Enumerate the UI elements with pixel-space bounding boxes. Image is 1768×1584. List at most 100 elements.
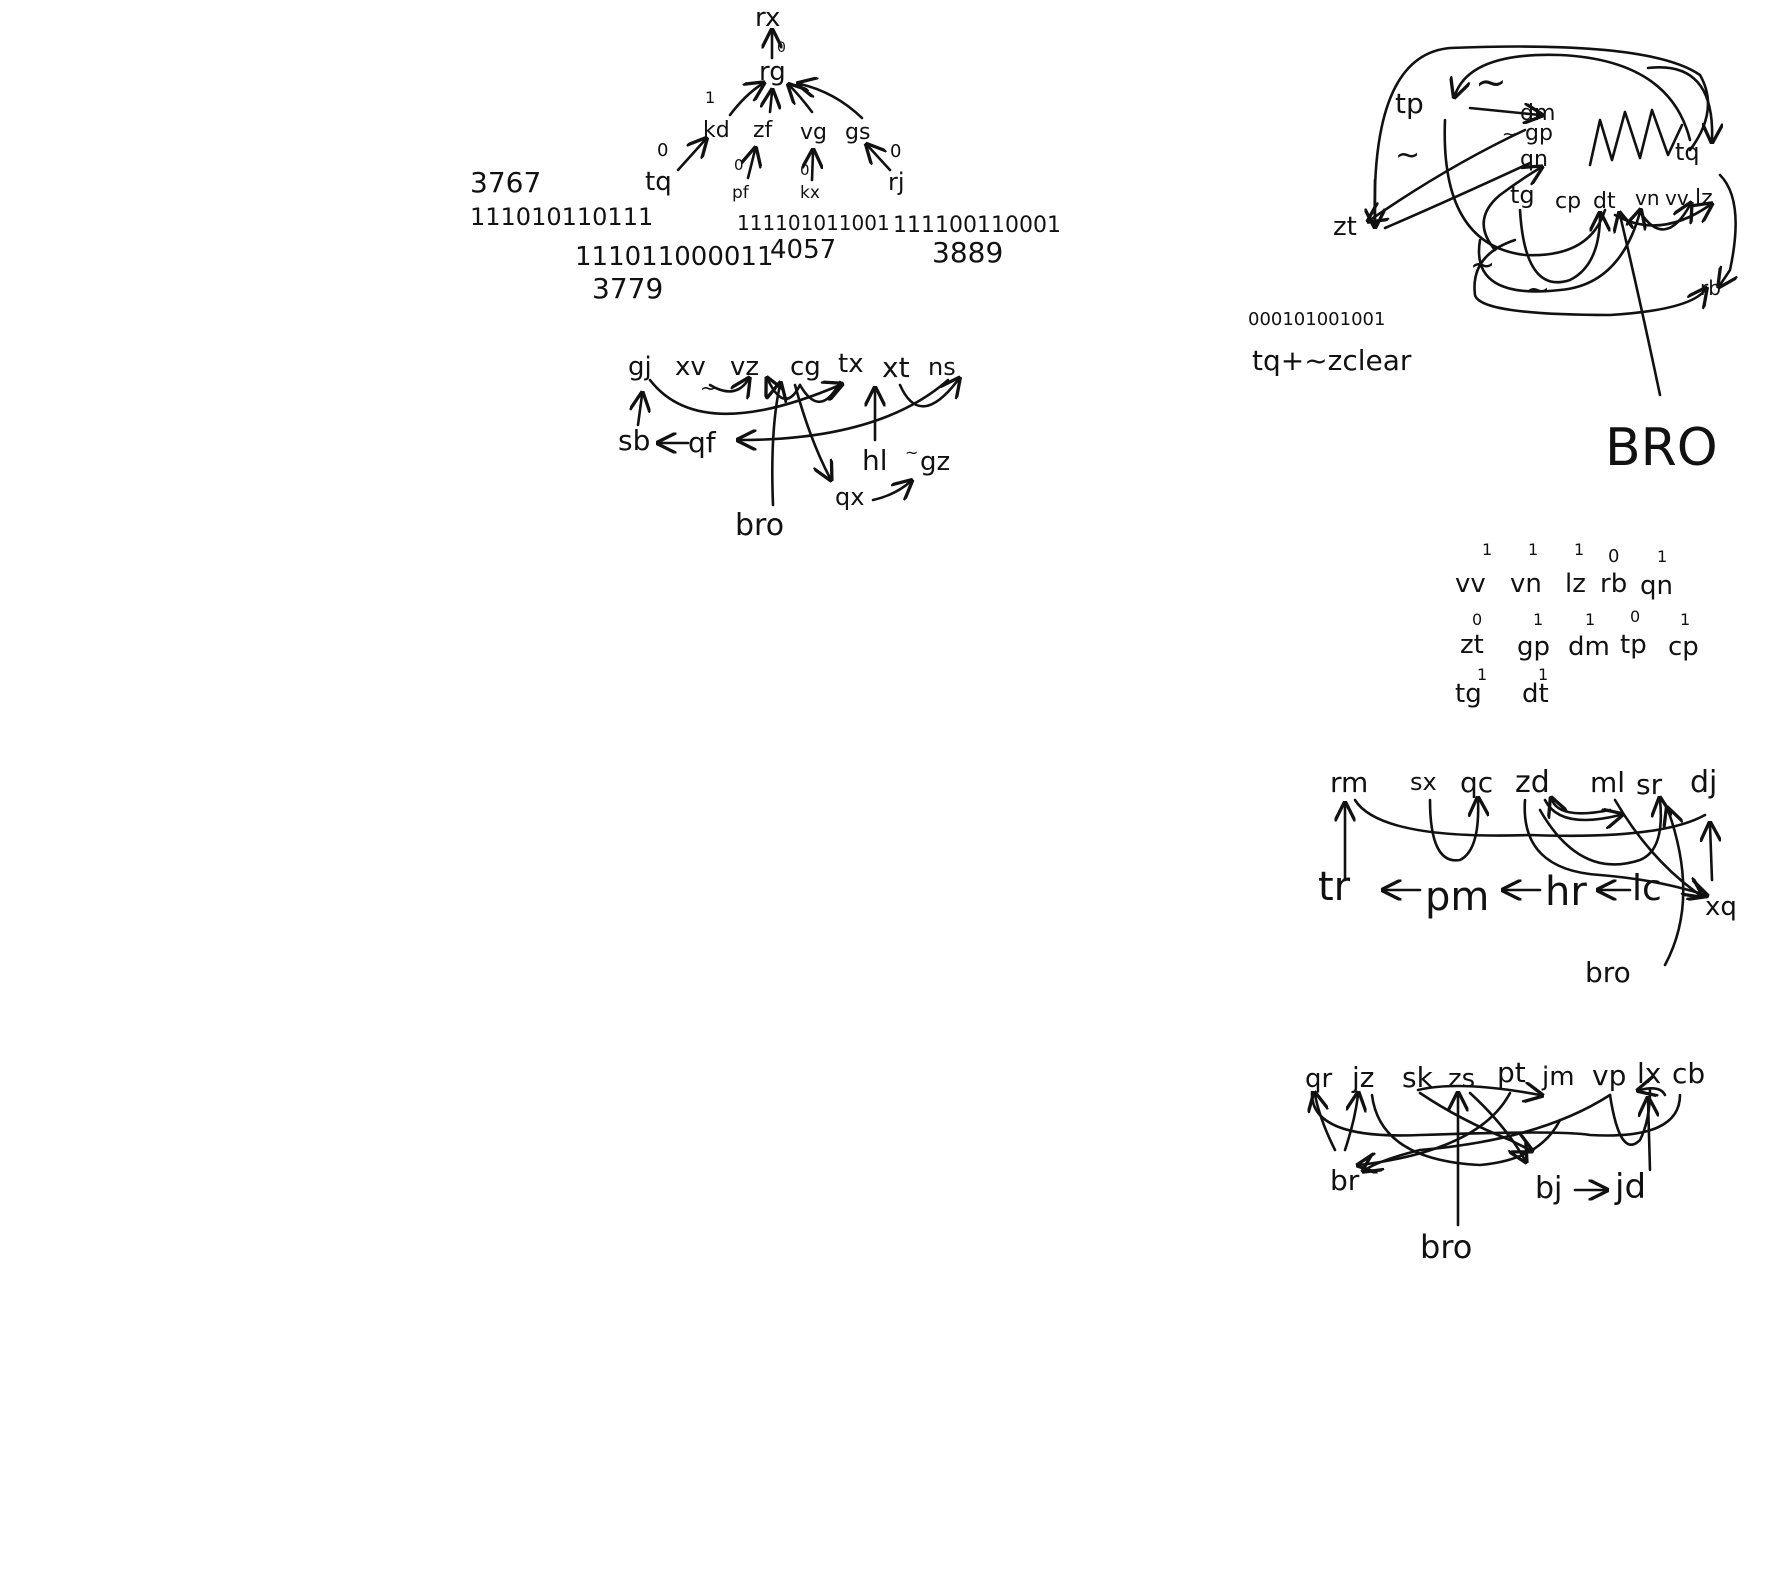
arc-lower bbox=[1477, 212, 1640, 293]
node-tp: tp bbox=[1395, 87, 1424, 120]
arrow-xq-dj bbox=[1710, 825, 1712, 882]
bit-tq: 0 bbox=[657, 140, 668, 161]
tilde-xv: ~ bbox=[700, 376, 717, 400]
arc-xv-vz bbox=[708, 380, 748, 391]
arrow-tg-gn bbox=[1482, 168, 1540, 252]
edge-tq-kd bbox=[676, 140, 705, 172]
arrow-gp-zt bbox=[1370, 128, 1527, 220]
edge-vg-rg bbox=[790, 86, 814, 114]
assign-name-vv: vv bbox=[1455, 569, 1486, 599]
assign-bit-lz: 1 bbox=[1574, 540, 1584, 559]
arc-jz-down bbox=[1370, 1093, 1562, 1167]
bit-kx: 0 bbox=[800, 161, 810, 179]
assign-name-rb: rb bbox=[1600, 569, 1627, 599]
arc-gj-tx bbox=[648, 378, 840, 416]
node-rm: rm bbox=[1330, 766, 1368, 799]
node-rg: rg bbox=[759, 57, 786, 87]
node-cp: cp bbox=[1555, 189, 1581, 214]
node-zt: zt bbox=[1333, 212, 1357, 242]
node-sr: sr bbox=[1636, 768, 1663, 801]
arc-sx-qc bbox=[1428, 800, 1478, 862]
node-vz: vz bbox=[730, 352, 759, 382]
arc-ml-xq bbox=[1613, 798, 1700, 895]
node-gz: gz bbox=[920, 447, 950, 477]
node-xv: xv bbox=[675, 352, 706, 382]
assign-name-vn: vn bbox=[1510, 569, 1542, 599]
assign-name-lz: lz bbox=[1565, 569, 1586, 599]
bit-root: 0 bbox=[777, 40, 786, 56]
assign-name-zt: zt bbox=[1460, 630, 1484, 660]
node-vn: vn bbox=[1635, 186, 1660, 210]
assign-bit-gp: 1 bbox=[1533, 610, 1543, 629]
number-3779: 3779 bbox=[592, 272, 663, 305]
node-gj: gj bbox=[628, 352, 652, 382]
bitstring-2: 111101011001 bbox=[737, 211, 890, 235]
chain-diagram-2: rm sx qc zd ml sr dj tr pm hr lc xq bro bbox=[1318, 765, 1737, 989]
number-3889: 3889 bbox=[932, 236, 1003, 269]
arc-zs-bj bbox=[1468, 1091, 1525, 1160]
node-pm: pm bbox=[1425, 874, 1489, 920]
arc-top-tp bbox=[1455, 53, 1692, 142]
assign-name-dm: dm bbox=[1568, 632, 1610, 662]
arc-zd-round bbox=[1538, 800, 1661, 866]
arc-bottom-rb bbox=[1473, 238, 1706, 317]
node-gp: gp bbox=[1525, 121, 1553, 146]
node-zs: zs bbox=[1448, 1064, 1475, 1094]
assign-name-cp: cp bbox=[1668, 632, 1699, 662]
node-ns: ns bbox=[928, 353, 956, 381]
node-jm: jm bbox=[1541, 1062, 1575, 1092]
assign-bit-qn: 1 bbox=[1657, 547, 1667, 566]
title-bro: BRO bbox=[1605, 418, 1718, 478]
arrow-bro-dt bbox=[1620, 215, 1662, 397]
node-vv: vv bbox=[1665, 186, 1689, 210]
node-zd: zd bbox=[1515, 765, 1550, 800]
assign-bit-rb: 0 bbox=[1608, 546, 1619, 567]
edge-rj-gs bbox=[868, 146, 892, 172]
node-rx: rx bbox=[755, 3, 780, 33]
assign-bit-dm: 1 bbox=[1585, 610, 1595, 629]
node-jd: jd bbox=[1614, 1167, 1646, 1207]
node-tr: tr bbox=[1318, 864, 1351, 910]
edge-zf-rg bbox=[770, 92, 772, 114]
arrow-sb-gj bbox=[638, 395, 642, 427]
node-vg: vg bbox=[800, 120, 827, 145]
tilde-hl-gz: ~ bbox=[905, 443, 918, 462]
chain-diagram-1: gj xv vz cg tx xt ns ~ sb qf hl ~ gz qx … bbox=[618, 349, 958, 543]
assign-name-qn: qn bbox=[1640, 571, 1673, 601]
assign-bit-cp: 1 bbox=[1680, 610, 1690, 629]
edge-kx-vg bbox=[812, 152, 813, 182]
arrow-qx-gz bbox=[871, 482, 910, 502]
arc-zd-xq bbox=[1523, 798, 1705, 895]
assign-name-tp: tp bbox=[1620, 630, 1647, 660]
arc-xt-ns bbox=[898, 380, 958, 408]
assignment-table: 1 vv 1 vn 1 lz 0 rb 1 qn 0 zt 1 gp 1 dm … bbox=[1455, 540, 1699, 709]
node-jz: jz bbox=[1351, 1061, 1374, 1094]
node-dt: dt bbox=[1593, 189, 1616, 214]
node-rb: rb bbox=[1700, 276, 1721, 300]
arc-rm-dj bbox=[1353, 798, 1707, 838]
arc-sk-jm bbox=[1416, 1086, 1540, 1095]
assign-name-gp: gp bbox=[1517, 632, 1550, 662]
arrow-br-qr bbox=[1315, 1095, 1337, 1152]
assign-bit-zt: 0 bbox=[1472, 610, 1482, 629]
node-kd: kd bbox=[703, 118, 730, 143]
arrow-bro-sr bbox=[1665, 810, 1685, 967]
node-lx: lx bbox=[1637, 1057, 1661, 1090]
number-3767: 3767 bbox=[470, 166, 541, 199]
bit-rj: 0 bbox=[890, 141, 901, 162]
edge-pf-zf bbox=[748, 150, 755, 180]
arrow-jd-lx bbox=[1648, 1100, 1650, 1172]
node-lz: lz bbox=[1695, 186, 1713, 211]
node-pf: pf bbox=[732, 183, 750, 203]
bitstring-3: 111100110001 bbox=[893, 213, 1061, 238]
bitstring-4: 111011000011 bbox=[575, 242, 774, 272]
node-br: br bbox=[1330, 1164, 1360, 1197]
node-gs: gs bbox=[845, 120, 870, 145]
arrow-bro-cg bbox=[772, 385, 780, 507]
node-hl: hl bbox=[862, 444, 888, 477]
edge-kd-rg bbox=[728, 84, 762, 117]
node-sb: sb bbox=[618, 424, 650, 457]
label-bro-2: bro bbox=[1585, 956, 1631, 989]
arc-ml-zd bbox=[1552, 800, 1612, 813]
node-sx: sx bbox=[1410, 768, 1437, 796]
